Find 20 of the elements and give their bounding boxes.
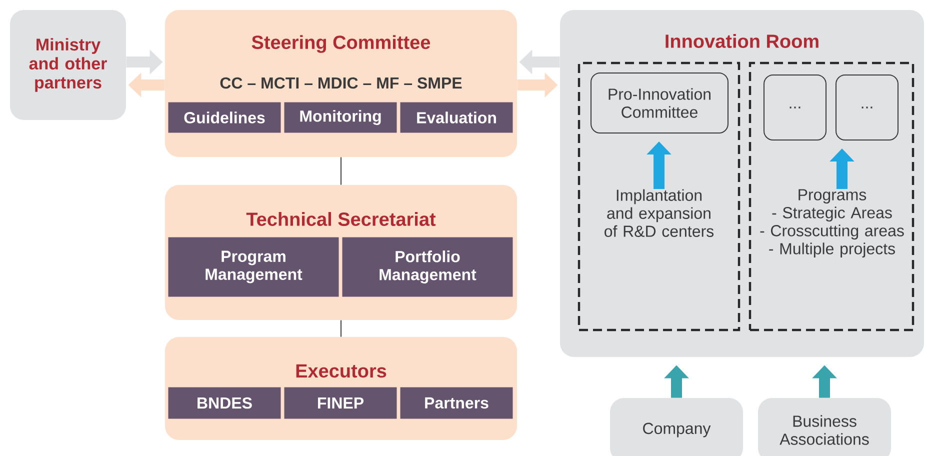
function-tab: Monitoring [284,102,398,134]
stakeholder-box: Business Associations [758,398,891,456]
rounded-box: Pro-Innovation Committee [590,72,728,134]
dashed-group-box [748,62,914,332]
connector-line [340,320,342,338]
function-tab: FINEP [284,386,398,420]
stakeholder-box: Ministry and other partners [10,10,126,120]
function-tab: Evaluation [400,102,514,134]
description-text: Implantation and expansion of R&D centers [604,189,714,237]
function-tab: Portfolio Management [342,236,514,298]
stakeholder-box: Company [610,398,743,456]
function-tab: Program Management [168,236,340,298]
function-tab: BNDES [168,386,282,420]
rounded-box: ... [764,74,826,140]
rounded-box: ... [836,74,898,140]
function-tab: Guidelines [168,102,282,134]
dashed-group-box [578,62,740,332]
description-text: Programs - Strategic Areas - Crosscutting areas - Multiple projects [760,189,904,258]
function-tab: Partners [400,386,514,420]
connector-line [340,156,342,186]
